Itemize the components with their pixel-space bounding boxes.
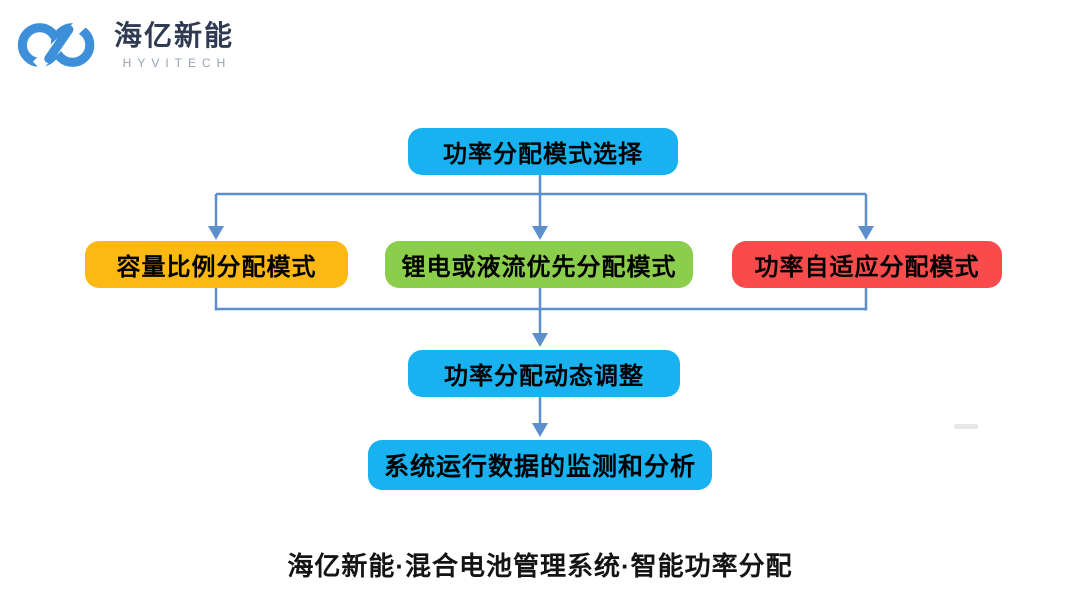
flow-node-monitor-analysis: 系统运行数据的监测和分析	[368, 440, 712, 490]
brand-logo-icon	[17, 18, 95, 71]
brand-logo: 海亿新能 HYVITECH	[16, 14, 234, 76]
brand-name-en: HYVITECH	[122, 55, 232, 70]
flow-node-adaptive-mode: 功率自适应分配模式	[732, 241, 1002, 288]
watermark-artifact	[954, 424, 978, 429]
brand-name: 海亿新能	[114, 20, 235, 52]
flow-node-capacity-ratio-mode: 容量比例分配模式	[85, 241, 348, 288]
flow-node-priority-mode: 锂电或液流优先分配模式	[385, 241, 693, 288]
footer-caption: 海亿新能·混合电池管理系统·智能功率分配	[287, 551, 793, 581]
flow-node-dynamic-adjust: 功率分配动态调整	[408, 350, 680, 397]
brand-text: 海亿新能 HYVITECH	[114, 20, 234, 69]
flow-node-power-mode-select: 功率分配模式选择	[408, 128, 678, 175]
